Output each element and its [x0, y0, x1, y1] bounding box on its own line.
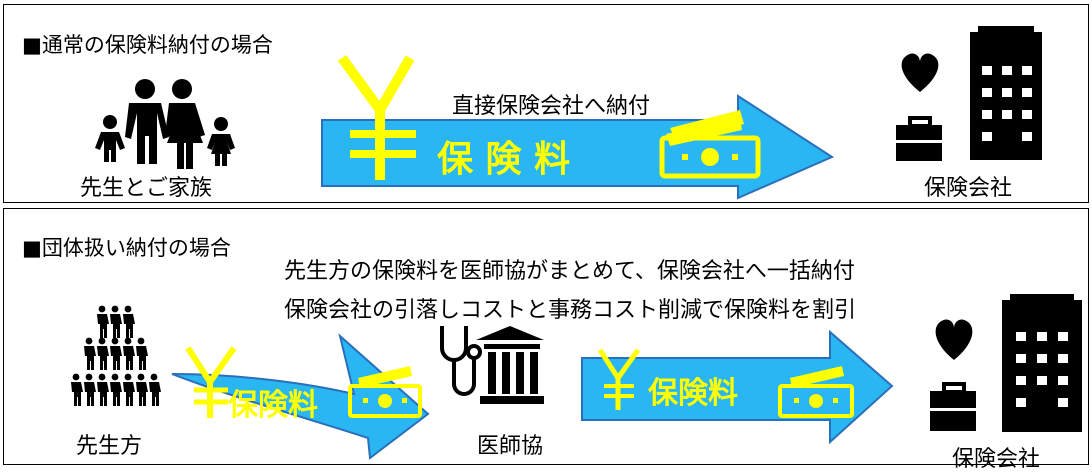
section2-title: ■団体扱い納付の場合: [22, 236, 231, 260]
section1-title: ■通常の保険料納付の場合: [22, 33, 273, 57]
insurance-company-icon: [896, 26, 1042, 161]
section1-arrow-caption: 直接保険会社へ納付: [452, 94, 651, 119]
building-icon: [1002, 294, 1082, 432]
yen-icon: [597, 348, 641, 410]
section2-description-line2: 保険会社の引落しコストと事務コスト削減で保険料を割引: [284, 298, 857, 323]
building-icon: [970, 26, 1042, 160]
briefcase-icon: [930, 382, 976, 431]
heart-icon: [901, 53, 939, 92]
heart-icon: [935, 319, 973, 360]
section2-payer-label: 先生方: [76, 434, 143, 459]
banknote-icon: [778, 366, 854, 418]
yen-icon: [185, 346, 237, 418]
section2-arrow1-text: 保険料: [228, 388, 318, 423]
section2-arrow2-text: 保険料: [648, 376, 738, 411]
section2-description-line1: 先生方の保険料を医師協がまとめて、保険会社へ一括納付: [284, 259, 855, 284]
briefcase-icon: [896, 116, 942, 161]
group-payment-panel: [3, 208, 1089, 465]
bank-icon: [476, 326, 544, 404]
section2-arrow2: [581, 329, 894, 445]
section2-intermediary-label: 医師協: [477, 434, 544, 459]
crowd-icon: [71, 305, 161, 406]
stethoscope-icon: [440, 326, 482, 396]
banknote-icon: [659, 110, 761, 179]
section1-payer-label: 先生とご家族: [80, 176, 213, 201]
section1-receiver-label: 保険会社: [924, 176, 1013, 201]
section2-receiver-label: 保険会社: [952, 447, 1041, 472]
family-icon: [95, 79, 235, 169]
insurance-company-icon: [930, 294, 1082, 432]
section1-arrow-text: 保 険 料: [437, 139, 571, 180]
section2-arrow1: [171, 333, 430, 460]
yen-icon: [337, 55, 416, 180]
banknote-icon: [348, 366, 422, 418]
doctor-association-icon: [440, 326, 544, 404]
section1-payment-arrow: [321, 55, 835, 200]
